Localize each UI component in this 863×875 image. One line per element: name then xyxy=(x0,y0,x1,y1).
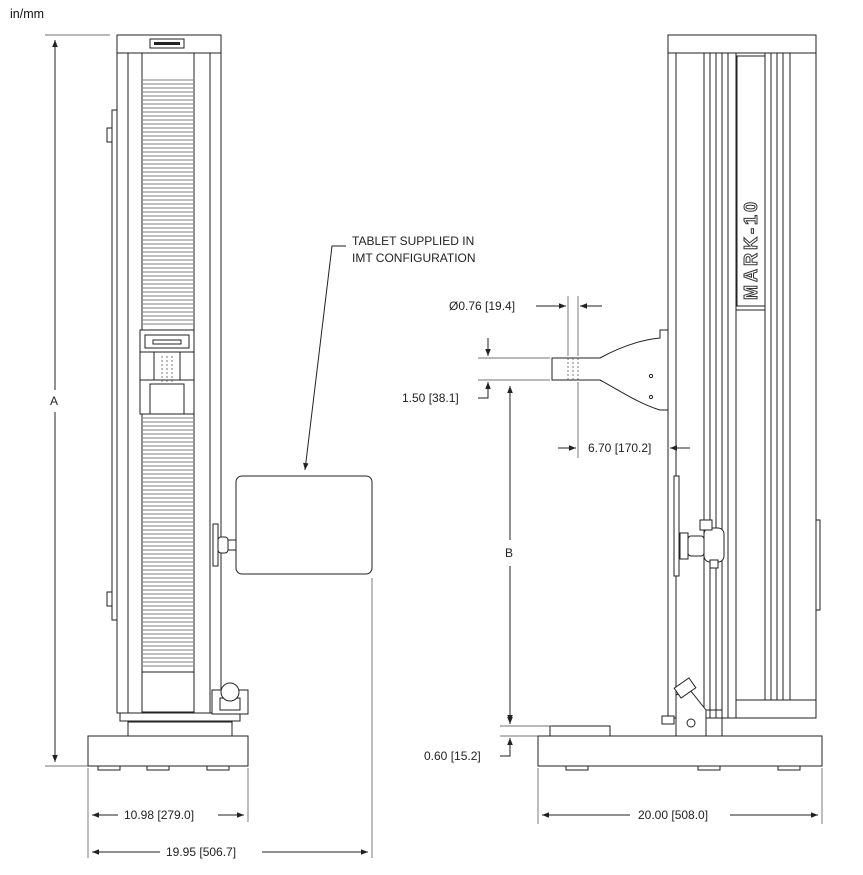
dim-side-depth: 20.00 [508.0] xyxy=(638,808,708,822)
front-top-badge-mark xyxy=(154,42,180,45)
side-load-arm xyxy=(551,329,669,411)
units-label: in/mm xyxy=(10,7,44,21)
dim-mount-height: 1.50 [38.1] xyxy=(402,391,459,405)
side-top-cap xyxy=(667,34,817,54)
callout-line-2: IMT CONFIGURATION xyxy=(352,251,476,265)
dim-a-label: A xyxy=(50,394,58,408)
dim-throat: 6.70 [170.2] xyxy=(588,441,651,455)
front-dimensions: A 10.98 [279.0] 19.95 [506.7] xyxy=(45,34,373,859)
dim-front-width-tablet: 19.95 [506.7] xyxy=(166,845,236,859)
dim-b-label: B xyxy=(505,546,513,560)
side-view: MARK-10 xyxy=(537,34,823,771)
tablet-callout: TABLET SUPPLIED IN IMT CONFIGURATION xyxy=(303,234,476,471)
side-dimensions: Ø0.76 [19.4] 1.50 [38.1] 6.70 [170.2] B … xyxy=(402,296,823,824)
side-base xyxy=(537,735,823,767)
front-base xyxy=(87,735,249,767)
front-estop-button xyxy=(220,682,240,702)
front-bellows-upper xyxy=(143,79,193,325)
front-view xyxy=(87,34,373,771)
side-brand-logo: MARK-10 xyxy=(741,199,761,300)
dim-diameter: Ø0.76 [19.4] xyxy=(449,299,515,313)
front-bellows-lower xyxy=(143,417,193,667)
front-left-rail xyxy=(111,109,118,621)
front-tablet xyxy=(235,475,373,575)
dim-front-width: 10.98 [279.0] xyxy=(124,808,194,822)
callout-line-1: TABLET SUPPLIED IN xyxy=(352,234,474,248)
dim-base-gap: 0.60 [15.2] xyxy=(424,749,481,763)
side-tablet-edge xyxy=(673,475,680,577)
side-tablet-mount xyxy=(703,527,725,563)
side-logo-panel xyxy=(736,55,766,307)
